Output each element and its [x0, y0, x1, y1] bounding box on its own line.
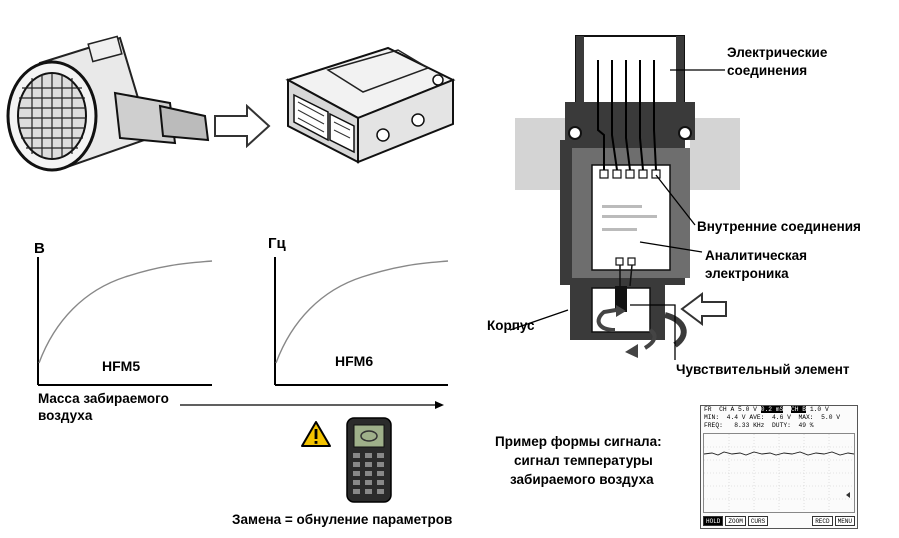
signal-example-line3: забираемого воздуха	[510, 472, 654, 487]
label-internal-connections: Внутренние соединения	[697, 219, 861, 234]
scope-row-channels: FR CH A 5.0 V 0.2 mS CH B 1.0 V	[704, 406, 829, 413]
label-analytic-line1: Аналитическая	[705, 248, 808, 263]
replacement-note: Замена = обнуление параметров	[232, 512, 453, 527]
warning-icon	[301, 421, 331, 447]
scope-trace	[703, 451, 855, 456]
scope-curs-button[interactable]: CURS	[747, 516, 769, 526]
ecu-module-image	[285, 46, 456, 164]
scope-row-freq: FREQ: 8.33 KHz DUTY: 49 %	[704, 422, 814, 429]
right-curve-name: HFM6	[335, 353, 374, 369]
scope-row-minmax: MIN: 4.4 V AVE: 4.6 V MAX: 5.0 V	[704, 414, 841, 421]
flow-arrow-icon	[214, 104, 271, 148]
label-housing: Корпус	[487, 318, 535, 333]
sensing-element	[615, 286, 627, 312]
sensor-cross-section	[509, 35, 740, 360]
maf-sensor-image	[6, 35, 210, 172]
scope-menu: HOLD ZOOM CURS RECD MENU	[703, 516, 855, 526]
scope-menu-button[interactable]: MENU	[834, 516, 855, 526]
airflow-arrow-icon	[680, 292, 727, 326]
scan-tool-image	[346, 417, 392, 503]
x-axis-label-line2: воздуха	[38, 408, 93, 423]
signal-example-line1: Пример формы сигнала:	[495, 434, 662, 449]
left-graph-axes	[37, 257, 212, 386]
left-graph-curve	[38, 260, 213, 364]
oscilloscope-screen: FR CH A 5.0 V 0.2 mS CH B 1.0 V MIN: 4.4…	[700, 405, 858, 529]
label-electrical-line1: Электрические	[727, 45, 828, 60]
signal-example-line2: сигнал температуры	[514, 453, 653, 468]
x-axis-label-line1: Масса забираемого	[38, 391, 169, 406]
label-electrical-line2: соединения	[727, 63, 808, 78]
graphs-area	[37, 257, 449, 409]
scope-hold-button[interactable]: HOLD	[703, 516, 724, 526]
left-axis-label: В	[34, 240, 45, 257]
label-sensing-element: Чувствительный элемент	[676, 362, 850, 377]
right-graph-axes	[274, 257, 448, 386]
right-axis-label: Гц	[268, 235, 286, 252]
label-analytic-line2: электроника	[705, 266, 789, 281]
intake-wall-right	[690, 118, 740, 190]
scope-zoom-button[interactable]: ZOOM	[725, 516, 746, 526]
scope-recd-button[interactable]: RECD	[812, 516, 833, 526]
scope-grid	[703, 433, 855, 513]
right-graph-curve	[275, 260, 449, 364]
left-curve-name: HFM5	[102, 358, 141, 374]
